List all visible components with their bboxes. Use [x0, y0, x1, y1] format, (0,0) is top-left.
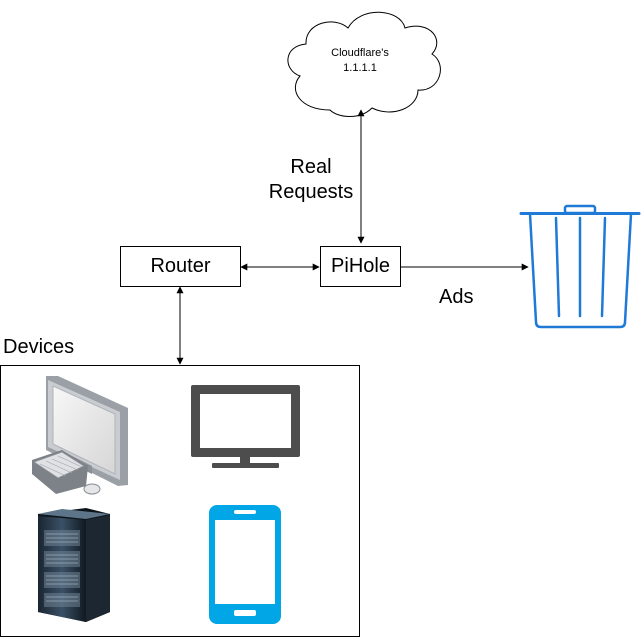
cloud-shape: [287, 11, 441, 117]
real-requests-label: Real Requests: [256, 155, 366, 205]
router-node: Router: [120, 246, 241, 287]
monitor-icon: [191, 385, 300, 468]
cloud-label-line-2: 1.1.1.1: [343, 62, 377, 74]
cloud-label: Cloudflare's 1.1.1.1: [300, 46, 420, 76]
devices-label: Devices: [3, 336, 75, 358]
ads-label: Ads: [439, 286, 474, 308]
pihole-label: PiHole: [331, 255, 390, 277]
real-requests-line-1: Real: [290, 156, 332, 178]
desktop-computer-icon: [32, 376, 128, 495]
server-rack-icon: [38, 508, 110, 622]
real-requests-line-2: Requests: [268, 181, 354, 203]
router-label: Router: [150, 255, 211, 277]
pihole-node: PiHole: [320, 246, 401, 287]
cloud-label-line-1: Cloudflare's: [331, 47, 389, 59]
smartphone-icon: [209, 505, 281, 624]
trash-can-icon: [519, 204, 641, 329]
